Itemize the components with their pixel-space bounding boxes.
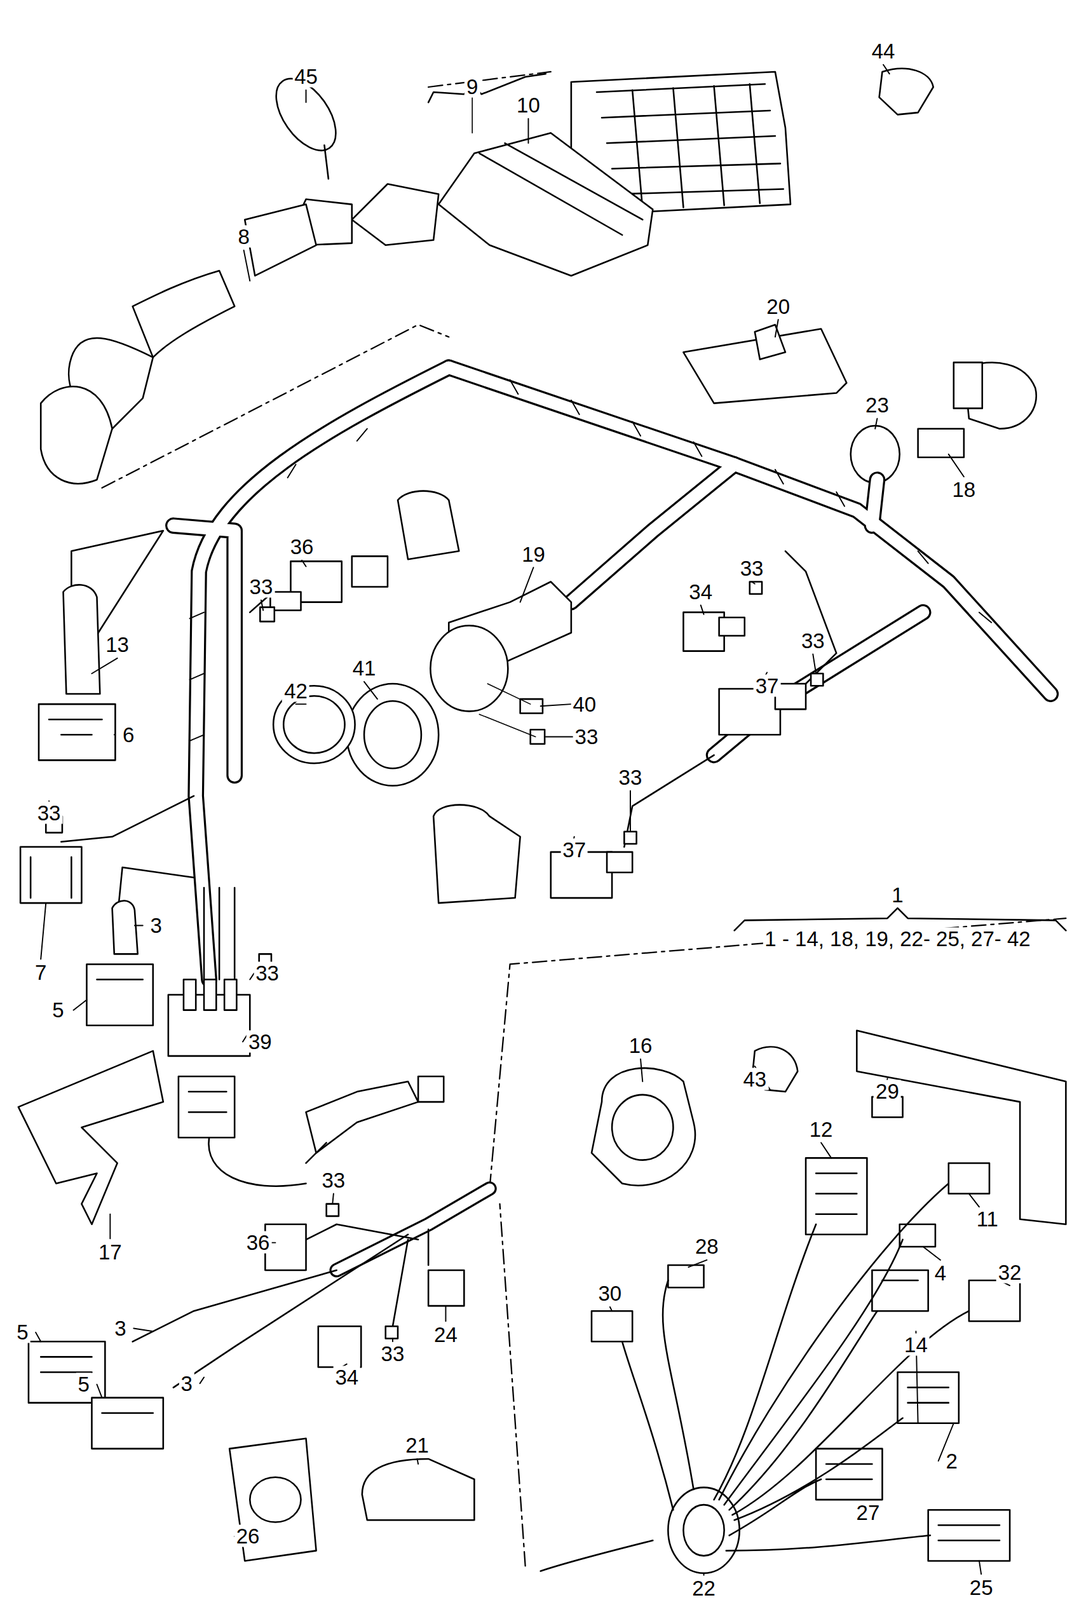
callout-number: 40 xyxy=(570,692,598,715)
callout-number: 34 xyxy=(686,580,715,603)
callout-number: 45 xyxy=(292,65,320,88)
callout-number: 2 xyxy=(943,1449,959,1472)
callout-number: 33 xyxy=(320,1169,348,1192)
callout-number: 8 xyxy=(235,225,252,248)
callout-number: 24 xyxy=(432,1323,460,1346)
callout-number: 12 xyxy=(807,1117,835,1140)
callout-number: 36 xyxy=(244,1231,272,1254)
callout-number: 23 xyxy=(863,393,891,417)
callout-number: 25 xyxy=(967,1575,996,1599)
callout-number: 13 xyxy=(103,633,131,656)
callout-number: 9 xyxy=(464,75,480,98)
callout-number: 19 xyxy=(519,542,548,565)
callout-number: 33 xyxy=(738,557,766,580)
callout-number: 20 xyxy=(764,294,792,318)
callout-number: 5 xyxy=(14,1321,30,1344)
callout-number: 33 xyxy=(379,1342,407,1365)
callout-number: 27 xyxy=(854,1501,883,1524)
callout-number: 5 xyxy=(50,998,66,1022)
callout-number: 10 xyxy=(514,94,543,117)
callout-number: 17 xyxy=(96,1240,124,1263)
callout-number: 29 xyxy=(873,1080,902,1103)
callout-number: 3 xyxy=(112,1316,128,1339)
callout-number: 1 xyxy=(889,883,905,906)
callout-number: 33 xyxy=(799,629,827,652)
callout-number: 37 xyxy=(753,674,781,697)
callout-number: 11 xyxy=(974,1207,1001,1231)
callout-number: 3 xyxy=(148,913,164,937)
callout-number: 5 xyxy=(75,1373,91,1396)
part-range-note: 1 - 14, 18, 19, 22- 25, 27- 42 xyxy=(762,927,1032,950)
callout-number: 37 xyxy=(560,838,588,862)
callout-number: 16 xyxy=(627,1034,655,1057)
callout-number: 34 xyxy=(332,1365,361,1388)
callout-number: 28 xyxy=(693,1235,721,1258)
callout-number: 4 xyxy=(932,1261,949,1285)
callout-number: 32 xyxy=(996,1260,1024,1283)
callout-number: 30 xyxy=(596,1282,625,1305)
callout-number: 22 xyxy=(690,1577,718,1600)
callout-number: 18 xyxy=(949,478,978,501)
callout-number: 39 xyxy=(246,1030,274,1053)
callout-number: 33 xyxy=(247,575,276,598)
callout-number: 33 xyxy=(253,962,281,985)
callout-number: 7 xyxy=(33,960,49,984)
callout-number: 44 xyxy=(869,40,898,63)
callout-number: 33 xyxy=(573,725,601,748)
callout-number: 3 xyxy=(179,1371,195,1395)
callout-number: 42 xyxy=(282,679,310,702)
callout-number: 21 xyxy=(403,1434,431,1457)
callout-number: 33 xyxy=(617,766,645,789)
callout-number: 43 xyxy=(740,1068,769,1091)
callout-number: 6 xyxy=(120,723,136,746)
callout-number: 33 xyxy=(35,801,63,825)
callout-number: 26 xyxy=(234,1525,262,1548)
callout-number: 36 xyxy=(288,535,316,558)
callout-number: 14 xyxy=(902,1333,930,1356)
callout-number: 41 xyxy=(350,657,379,680)
